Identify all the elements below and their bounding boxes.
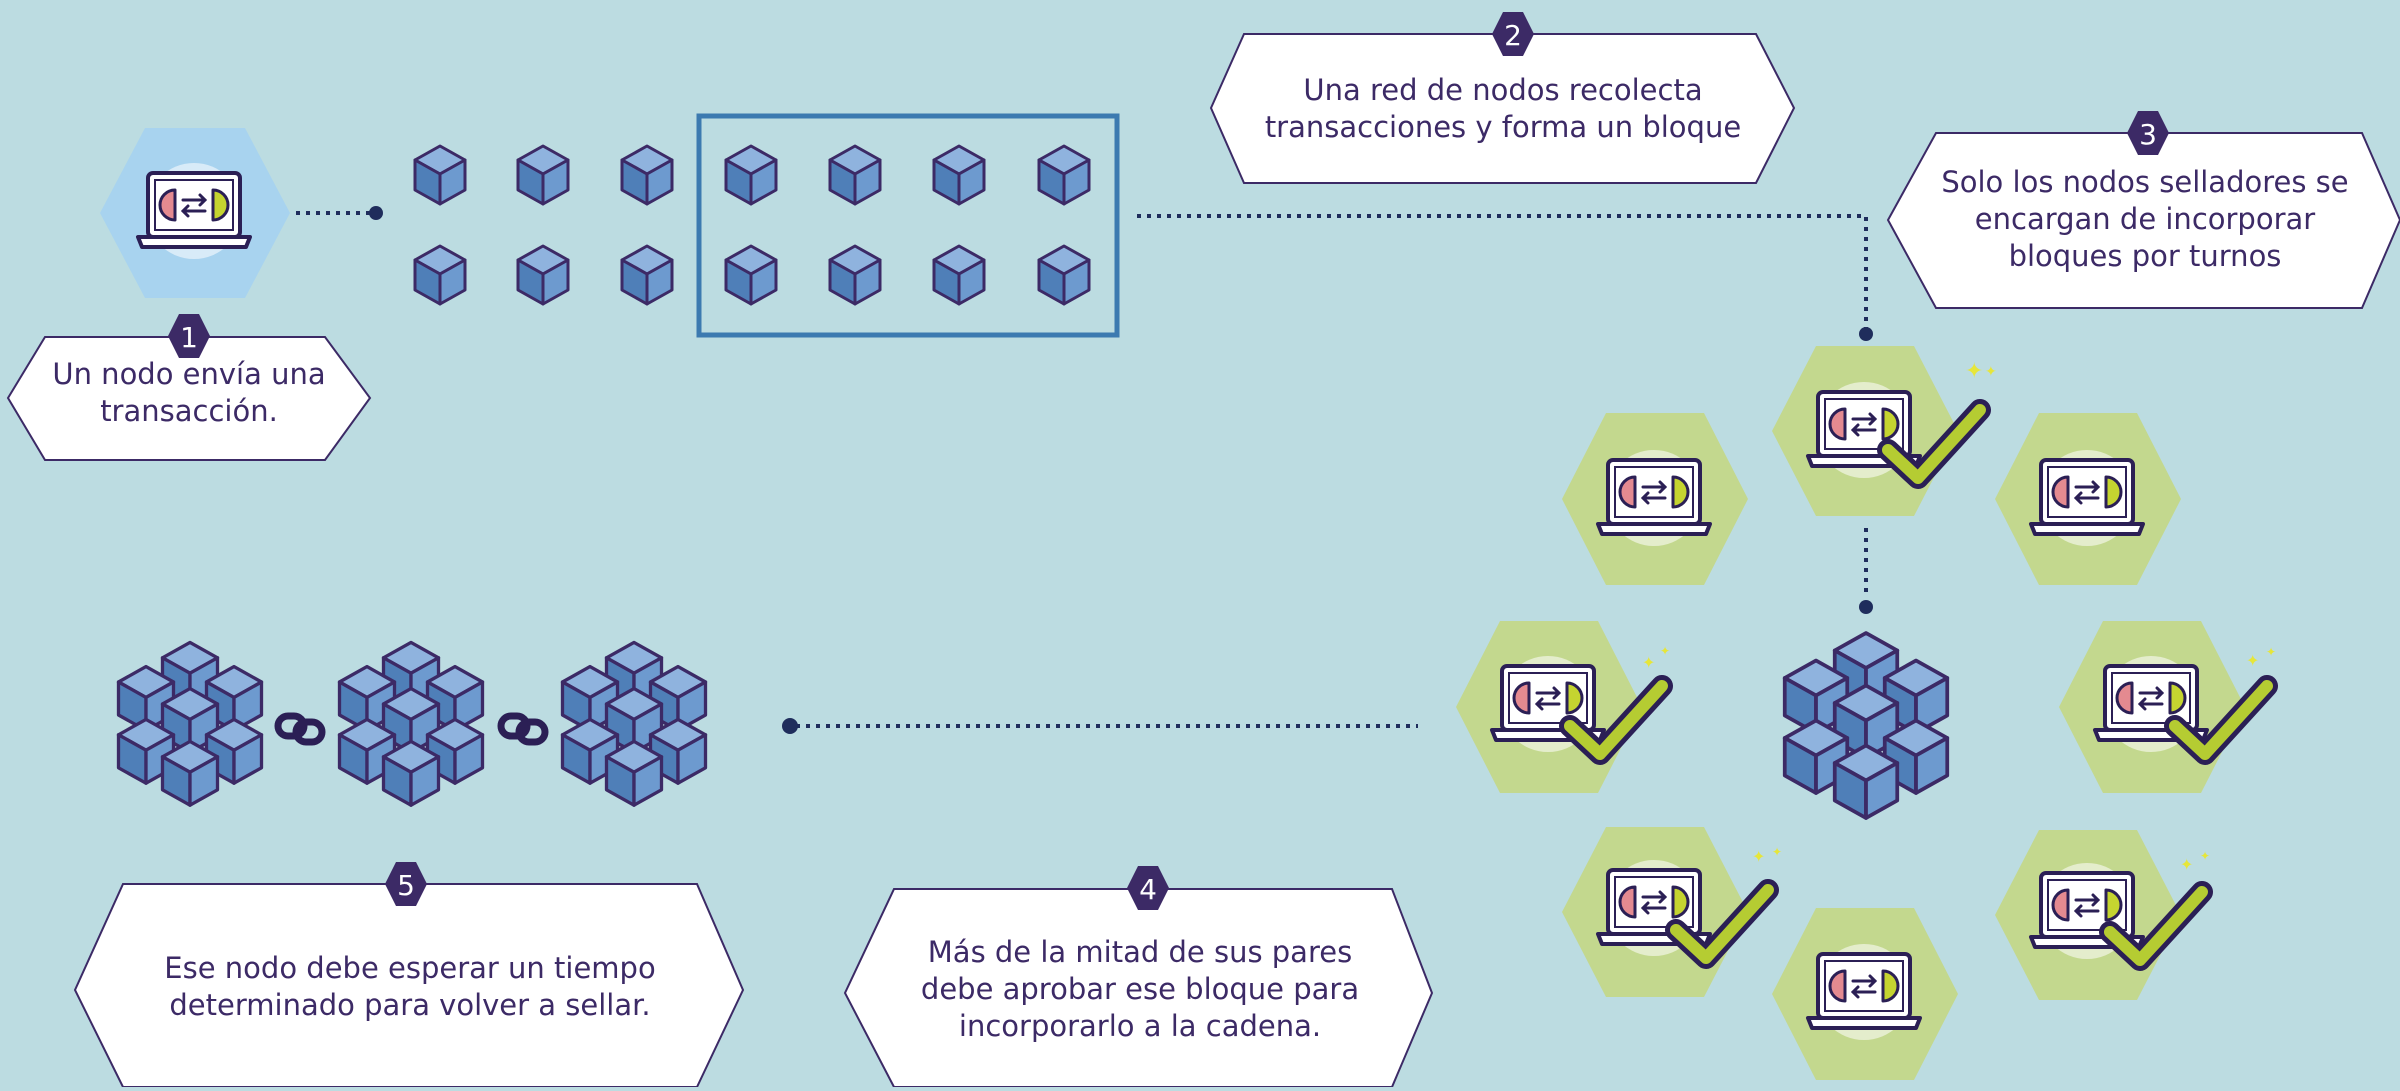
chain-link-icon (501, 716, 545, 742)
connector-dot (369, 206, 383, 220)
cube-icon (1037, 144, 1091, 206)
sparkle-icon: ✦ (1985, 364, 1997, 380)
step-3-badge (2127, 111, 2169, 155)
step-2-badge (1492, 12, 1534, 56)
block-cluster-icon (340, 642, 483, 805)
cube-icon (724, 244, 778, 306)
block-frame (696, 113, 1120, 338)
cube-icon (620, 244, 674, 306)
sparkle-icon: ✦ (1752, 847, 1765, 866)
connector-dot (1859, 327, 1873, 341)
laptop-exchange-icon (136, 161, 252, 261)
block-cluster-icon (1785, 633, 1948, 818)
cube-icon (724, 144, 778, 206)
block-cluster-icon (119, 642, 262, 805)
cube-icon (828, 144, 882, 206)
sparkle-icon: ✦ (2180, 855, 2193, 874)
cube-icon (516, 144, 570, 206)
chain-link-icon (278, 716, 322, 742)
step-4-text: Más de la mitad de sus pares debe aproba… (920, 935, 1360, 1043)
step-4-number: 4 (1139, 873, 1157, 906)
block-cluster-icon (563, 642, 706, 805)
cube-icon (932, 144, 986, 206)
step-3-number: 3 (2139, 118, 2157, 151)
cube-icon (828, 244, 882, 306)
cube-icon (413, 244, 467, 306)
step-4-badge (1127, 866, 1169, 910)
cube-icon (516, 244, 570, 306)
step-1-badge (168, 314, 210, 358)
step-1-number: 1 (180, 321, 198, 354)
cube-icon (620, 144, 674, 206)
sparkle-icon: ✦ (1965, 359, 1983, 384)
connector-dot (1859, 600, 1873, 614)
sparkle-icon: ✦ (1642, 653, 1655, 672)
sparkle-icon: ✦ (2200, 849, 2210, 863)
step-2-number: 2 (1504, 19, 1522, 52)
sparkle-icon: ✦ (1660, 644, 1670, 658)
laptop-exchange-icon (1596, 448, 1712, 548)
step-3-text: Solo los nodos selladores se encargan de… (1941, 165, 2349, 273)
step-5-badge (385, 862, 427, 906)
connector-dot (782, 718, 798, 734)
sparkle-icon: ✦ (1772, 845, 1782, 859)
step-5-text: Ese nodo debe esperar un tiempo determin… (164, 951, 656, 1022)
laptop-exchange-icon (1806, 942, 1922, 1042)
step-5-number: 5 (397, 869, 415, 902)
cube-icon (413, 144, 467, 206)
callout-1-box (6, 336, 372, 461)
callout-3-box (1886, 132, 2400, 309)
callout-2-box (1209, 33, 1796, 184)
step-2-text: Una red de nodos recolecta transacciones… (1264, 73, 1742, 144)
cube-icon (932, 244, 986, 306)
connector-line (1137, 214, 1868, 328)
step-1-text: Un nodo envía una transacción. (52, 357, 326, 428)
sparkle-icon: ✦ (2266, 645, 2276, 659)
sparkle-icon: ✦ (2246, 651, 2259, 670)
cube-icon (1037, 244, 1091, 306)
laptop-exchange-icon (2029, 448, 2145, 548)
